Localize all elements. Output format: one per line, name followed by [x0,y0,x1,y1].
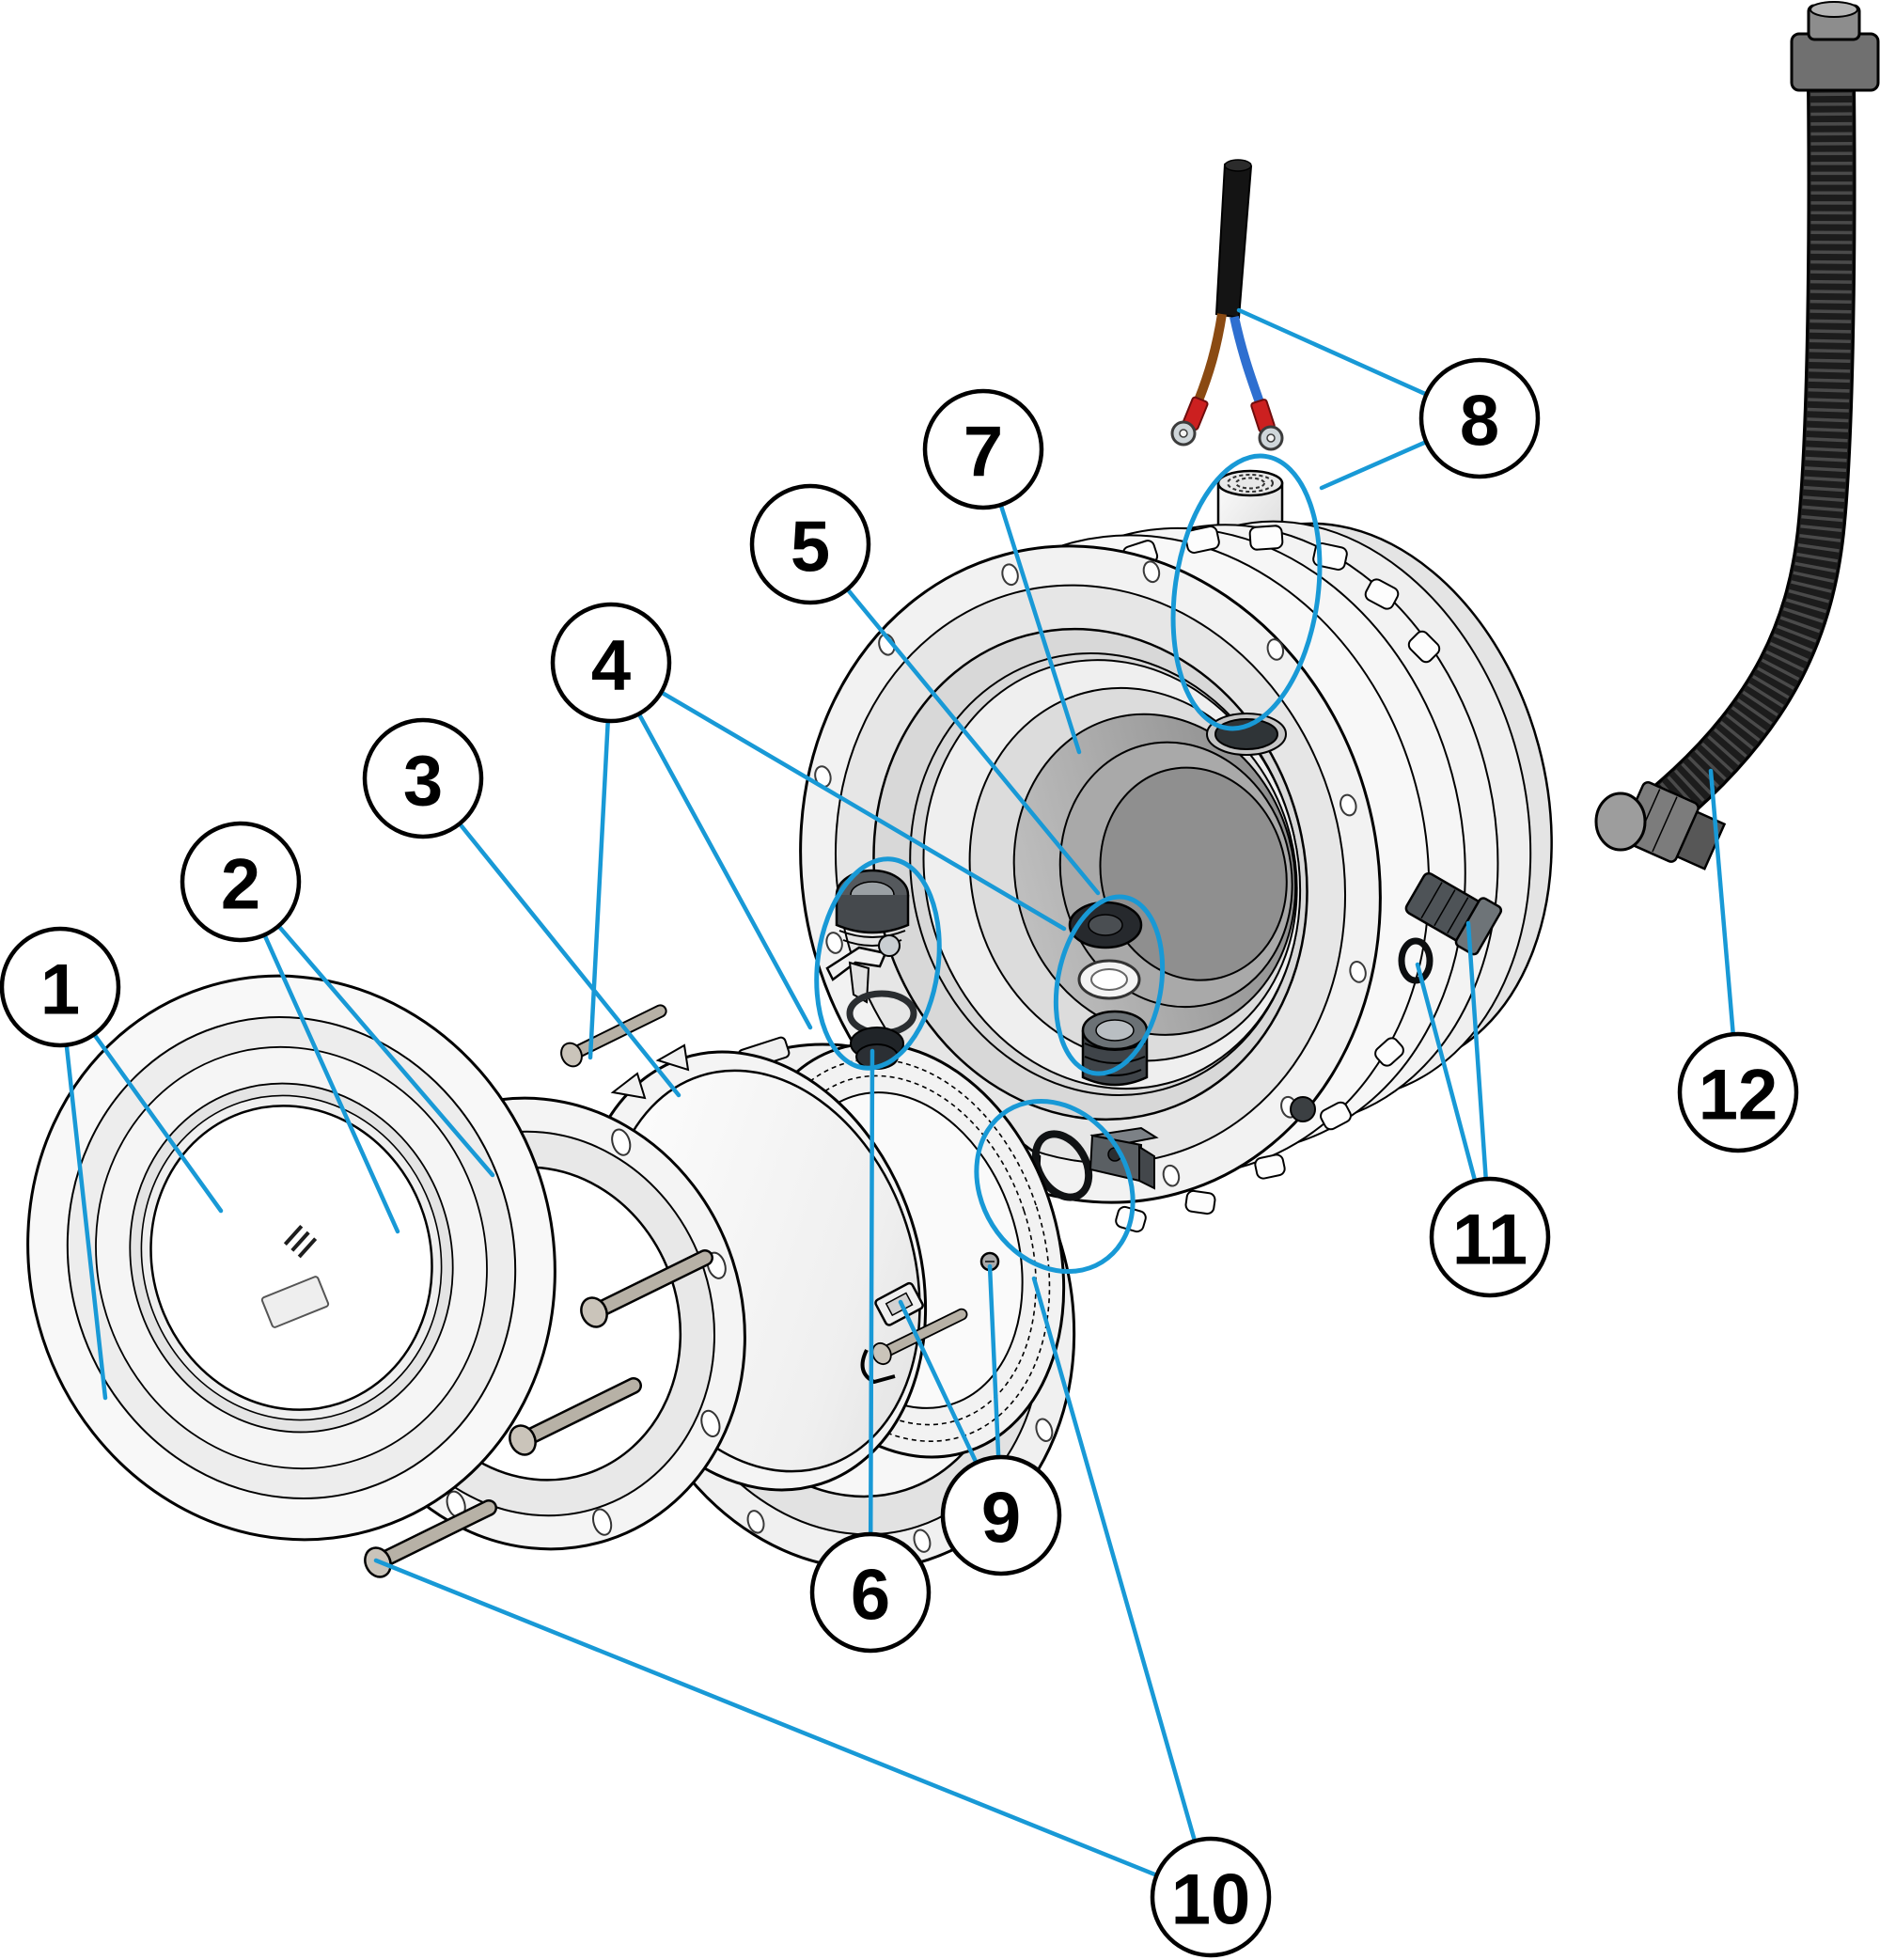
leader-line-9 [987,1263,1001,1459]
group-ellipse-cable-entry-gland-group [1170,453,1323,731]
callout-circle-2 [180,821,302,943]
conduit-ribs [1652,82,1853,823]
stud [557,1011,660,1070]
line-wire-brown [1194,313,1227,402]
leader-line-7 [998,503,1082,755]
leader-line-3 [458,822,682,1098]
leader-line-8 [1236,307,1428,397]
callout-number-10: 10 [1171,1860,1251,1940]
leader-line-10 [1031,1276,1197,1842]
leader-line-11 [1465,920,1488,1181]
leader-line-9 [898,1299,979,1465]
callout-balloon-9: 9 [940,1454,1062,1576]
callout-balloon-10: 10 [1150,1836,1272,1958]
callout-circle-4 [550,602,672,724]
lamp-hook [860,1349,896,1385]
callout-number-8: 8 [1460,382,1499,462]
cable-sheath [1214,163,1253,320]
callout-number-12: 12 [1699,1056,1778,1136]
conduit-top-opening [1810,1,1858,18]
leader-line-6 [868,1048,875,1536]
callout-circle-6 [809,1531,932,1654]
leader-line-10 [373,1558,1158,1877]
callout-number-1: 1 [40,950,80,1030]
neutral-wire-blue [1230,315,1264,404]
callout-circle-11 [1429,1176,1551,1298]
fitting-o-ring [1398,937,1434,984]
callout-circle-3 [362,717,484,839]
leader-line-4 [588,719,610,1060]
callout-circle-10 [1150,1836,1272,1958]
callout-balloon-6: 6 [809,1531,932,1654]
callout-number-9: 9 [981,1479,1021,1559]
callout-circle-5 [749,483,871,605]
supply-cable [1170,159,1284,451]
callout-balloon-2: 2 [180,821,302,943]
rating-label [260,1276,330,1328]
group-ellipse-niche-inner-gland-group [1053,894,1166,1076]
callout-circle-1 [0,926,121,1048]
callout-number-11: 11 [1452,1200,1528,1280]
conduit-tube [1652,82,1854,823]
callout-number-5: 5 [791,508,830,588]
callout-number-3: 3 [403,742,443,822]
callout-number-7: 7 [964,413,1003,493]
leader-line-4 [660,690,1067,932]
group-ellipse-earth-bracket-group [974,1098,1136,1275]
callout-balloon-3: 3 [362,717,484,839]
leader-line-5 [845,588,1101,896]
leader-line-8 [1319,440,1428,491]
callout-circle-12 [1677,1031,1799,1153]
flexible-conduit [1594,1,1880,870]
group-ellipse-lamp-cable-gland-group [814,856,942,1071]
callout-number-6: 6 [851,1556,890,1636]
leader-line-11 [1415,962,1478,1183]
callout-balloon-1: 1 [0,926,121,1048]
lens-tab-1 [610,1072,647,1100]
callout-balloon-8: 8 [1418,357,1541,479]
callout-balloon-11: 11 [1429,1176,1551,1298]
leader-line-2 [262,933,400,1234]
callout-balloon-7: 7 [922,388,1044,510]
leader-line-4 [636,713,813,1030]
callout-circle-9 [940,1454,1062,1576]
conduit-top-collar [1790,32,1880,92]
lamp-gland-bracket [825,934,901,1004]
leader-line-2 [276,924,495,1178]
leader-line-1 [64,1043,108,1401]
conduit-end-cap [1594,792,1647,852]
flange-bolt [1290,1096,1316,1122]
lens-tab-2 [655,1043,690,1072]
callout-balloon-4: 4 [550,602,672,724]
callout-balloon-12: 12 [1677,1031,1799,1153]
leader-line-12 [1708,768,1735,1036]
callout-balloon-5: 5 [749,483,871,605]
vent-hash-marks [283,1224,318,1259]
conduit-end-fitting [1620,781,1727,870]
callout-circle-8 [1418,357,1541,479]
lamp-cable-gland-group [825,869,917,1070]
callout-number-4: 4 [591,626,631,706]
cable-sheath-top [1224,159,1252,172]
callout-number-2: 2 [221,845,260,925]
callout-circle-7 [922,388,1044,510]
leader-line-1 [92,1032,224,1214]
